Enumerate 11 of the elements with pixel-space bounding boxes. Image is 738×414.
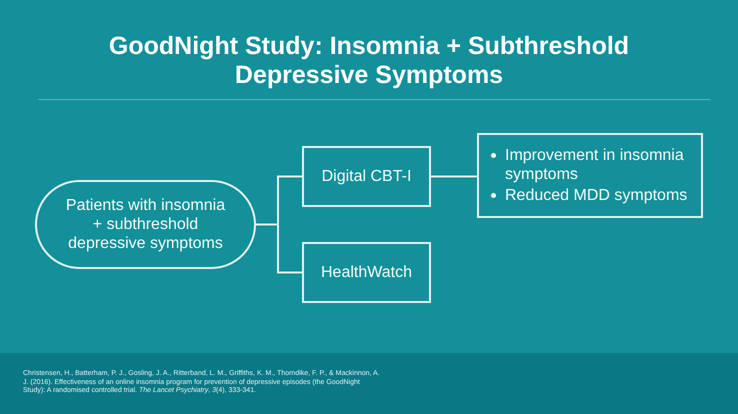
connector-line xyxy=(431,176,477,178)
process-box xyxy=(302,146,431,207)
title-heading: GoodNight Study: Insomnia + Subthreshold Depressive Symptoms xyxy=(108,32,630,90)
node-label: HealthWatch xyxy=(321,263,412,282)
outcome-box xyxy=(477,133,703,218)
bullet-text: Reduced MDD symptoms xyxy=(505,186,688,205)
node-label: Digital CBT-I xyxy=(322,167,412,186)
bullet-text: Improvement in insomnia symptoms xyxy=(505,146,685,184)
rounded-box xyxy=(35,180,256,269)
node-label: Patients with insomnia + subthreshold depressive symptoms xyxy=(64,196,226,253)
process-box xyxy=(302,242,431,303)
